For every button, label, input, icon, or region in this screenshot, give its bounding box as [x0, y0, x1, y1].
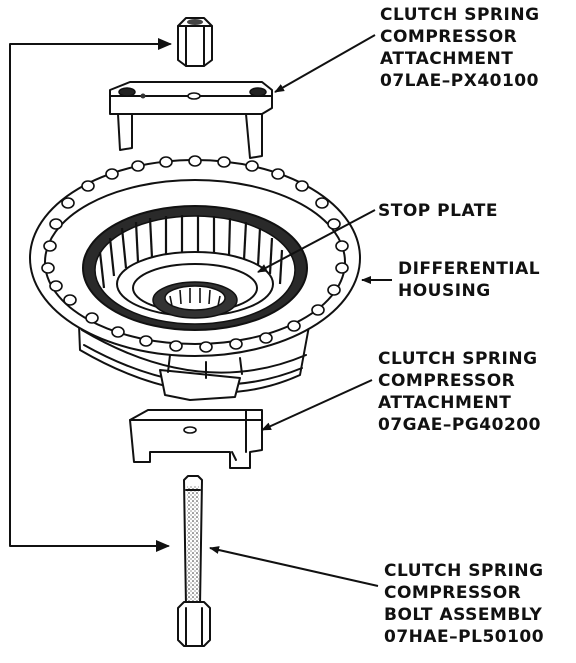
label-attachment-top: CLUTCH SPRING COMPRESSOR ATTACHMENT 07LA… — [380, 5, 540, 91]
long-bolt-icon — [177, 475, 211, 647]
leader-arrows — [209, 34, 392, 587]
block-attachment-icon — [129, 409, 263, 469]
flange-holes — [41, 155, 349, 353]
label-bolt-assembly: CLUTCH SPRING COMPRESSOR BOLT ASSEMBLY 0… — [384, 561, 545, 647]
label-differential-housing: DIFFERENTIAL HOUSING — [398, 259, 541, 301]
differential-housing-icon — [29, 155, 361, 401]
hex-nut-icon — [177, 17, 213, 67]
clutch-splines — [98, 215, 284, 289]
assembly-line — [9, 38, 172, 552]
label-attachment-bottom: CLUTCH SPRING COMPRESSOR ATTACHMENT 07GA… — [378, 349, 541, 435]
bridge-attachment-icon — [109, 81, 273, 159]
label-stop-plate: STOP PLATE — [378, 201, 499, 221]
